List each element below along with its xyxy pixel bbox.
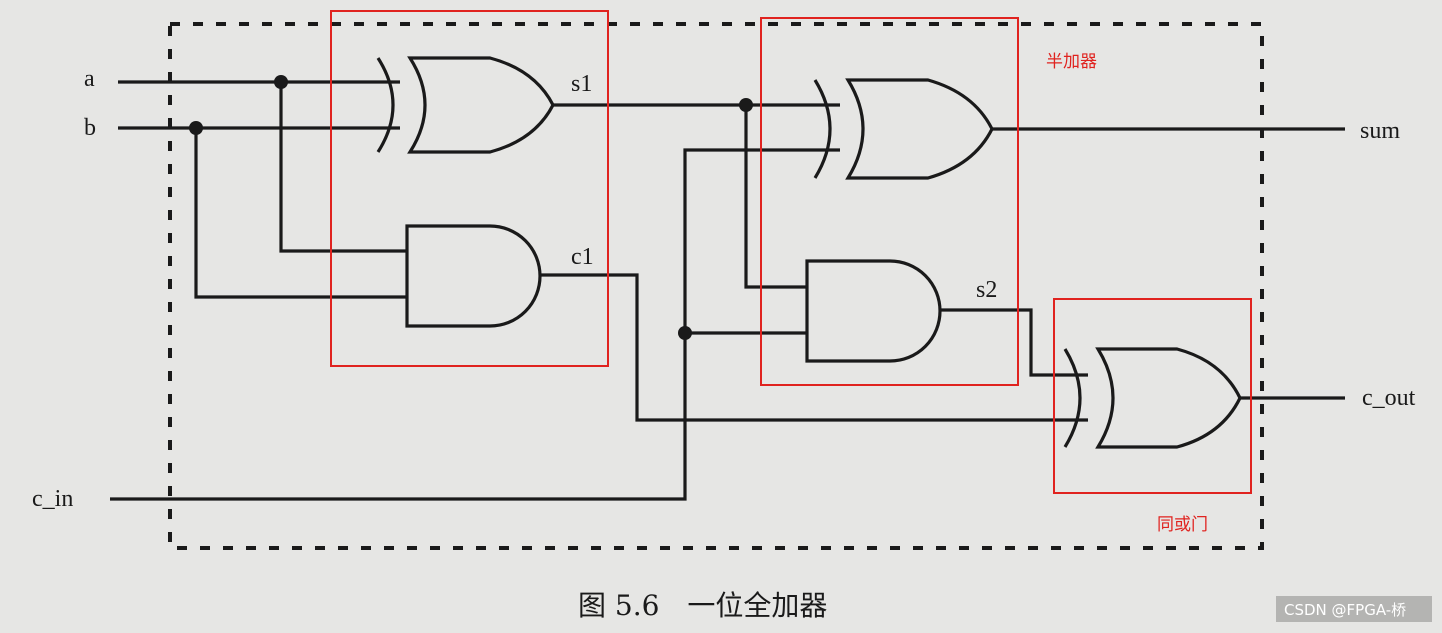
wire-s2 xyxy=(940,308,1088,377)
or-gate xyxy=(1063,347,1242,449)
and-gate-2 xyxy=(805,259,942,363)
module-boundary xyxy=(168,22,1264,550)
label-s2: s2 xyxy=(976,277,997,303)
junction-b xyxy=(189,121,203,135)
annotation-half-adder: 半加器 xyxy=(1046,52,1097,72)
xor-gate-2 xyxy=(813,78,994,180)
watermark-bg xyxy=(1276,596,1432,622)
wire-c1 xyxy=(540,273,1088,422)
wires xyxy=(110,80,1345,501)
label-b: b xyxy=(84,115,96,141)
annotation-or-gate: 同或门 xyxy=(1157,515,1208,535)
figure-caption: 图 5.6 一位全加器 xyxy=(578,589,827,622)
wire-b-branch xyxy=(194,128,407,299)
junction-s1 xyxy=(739,98,753,112)
half-adder-box-1 xyxy=(330,10,609,367)
label-a: a xyxy=(84,66,95,92)
and-gate-1 xyxy=(405,224,542,328)
half-adder-box-2 xyxy=(760,17,1019,386)
watermark: CSDN @FPGA-桥 xyxy=(1284,601,1406,619)
wire-a-branch xyxy=(279,82,407,253)
junction-c-in xyxy=(678,326,692,340)
wire-s1-branch xyxy=(744,105,807,289)
label-c-out: c_out xyxy=(1362,385,1416,411)
label-c-in: c_in xyxy=(32,486,73,512)
xor-gate-1 xyxy=(376,56,555,154)
junction-a xyxy=(274,75,288,89)
label-s1: s1 xyxy=(571,71,592,97)
or-gate-box xyxy=(1053,298,1252,494)
label-c1: c1 xyxy=(571,244,594,270)
wire-c-in xyxy=(110,148,840,501)
label-sum: sum xyxy=(1360,118,1400,144)
